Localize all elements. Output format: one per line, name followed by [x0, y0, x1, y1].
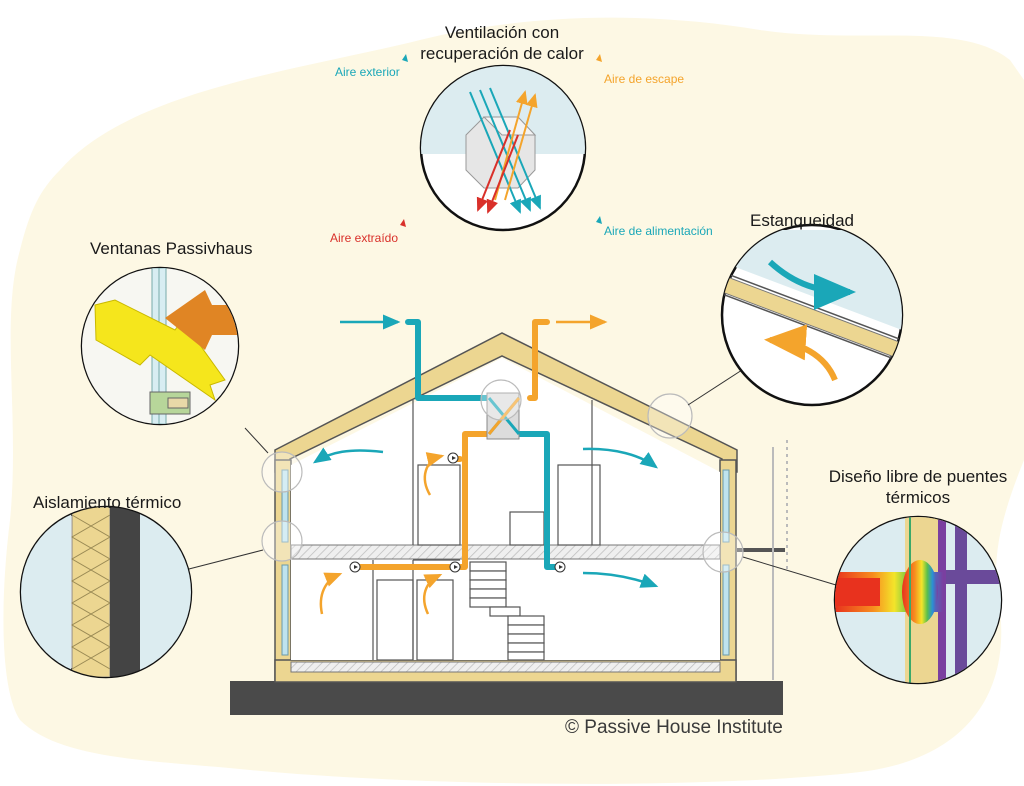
- wall-layer: [110, 507, 140, 677]
- thermal-bridge-label: Diseño libre de puentes térmicos: [816, 466, 1020, 508]
- windows-label: Ventanas Passivhaus: [90, 239, 253, 258]
- supply-air-label: Aire de alimentación: [604, 224, 713, 238]
- insulation-label: Aislamiento térmico: [33, 493, 182, 512]
- window-left-lower: [281, 564, 289, 656]
- middle-floor: [290, 544, 721, 560]
- ground-floor-slab: [290, 661, 721, 673]
- window-left-upper: [281, 469, 289, 543]
- highlight-circles: [261, 379, 744, 573]
- exhaust-duct: [527, 319, 550, 401]
- copyright-text: © Passive House Institute: [565, 717, 783, 738]
- outdoor-air-label: Aire exterior: [335, 65, 400, 79]
- roof-layer: [722, 274, 902, 361]
- airflow-arrow: [319, 572, 343, 615]
- extract-air-label: Aire extraído: [330, 231, 399, 245]
- ventilation-title: Ventilación con recuperación de calor: [412, 22, 592, 64]
- window-right-lower: [722, 564, 730, 656]
- airflow-arrow: [582, 447, 659, 469]
- airflow-arrow: [312, 447, 384, 464]
- ventilation-title-line1: Ventilación con: [444, 23, 560, 42]
- thermal-bridge-label-line2: térmicos: [885, 488, 951, 507]
- extract-duct-lower: [357, 542, 468, 570]
- airtightness-label: Estanqueidad: [750, 211, 854, 230]
- sun-arrow: [94, 299, 226, 402]
- airflow-arrow: [582, 571, 659, 588]
- thermal-bridge-label-line1: Diseño libre de puentes: [828, 467, 1008, 486]
- ventilation-title-line2: recuperación de calor: [420, 44, 584, 63]
- airflow-arrow: [423, 452, 445, 496]
- supply-duct-down: [494, 431, 558, 570]
- airflow-arrow: [423, 573, 443, 615]
- heat-arrow: [165, 290, 238, 350]
- exhaust-air-label: Aire de escape: [604, 72, 685, 86]
- staircase: [469, 561, 545, 661]
- house-interior: [291, 358, 720, 660]
- leader-lines: [184, 369, 837, 586]
- supply-duct: [405, 319, 490, 401]
- ground-slab: [230, 681, 783, 715]
- balcony-bracket: [737, 440, 788, 680]
- window-right-upper: [722, 469, 730, 543]
